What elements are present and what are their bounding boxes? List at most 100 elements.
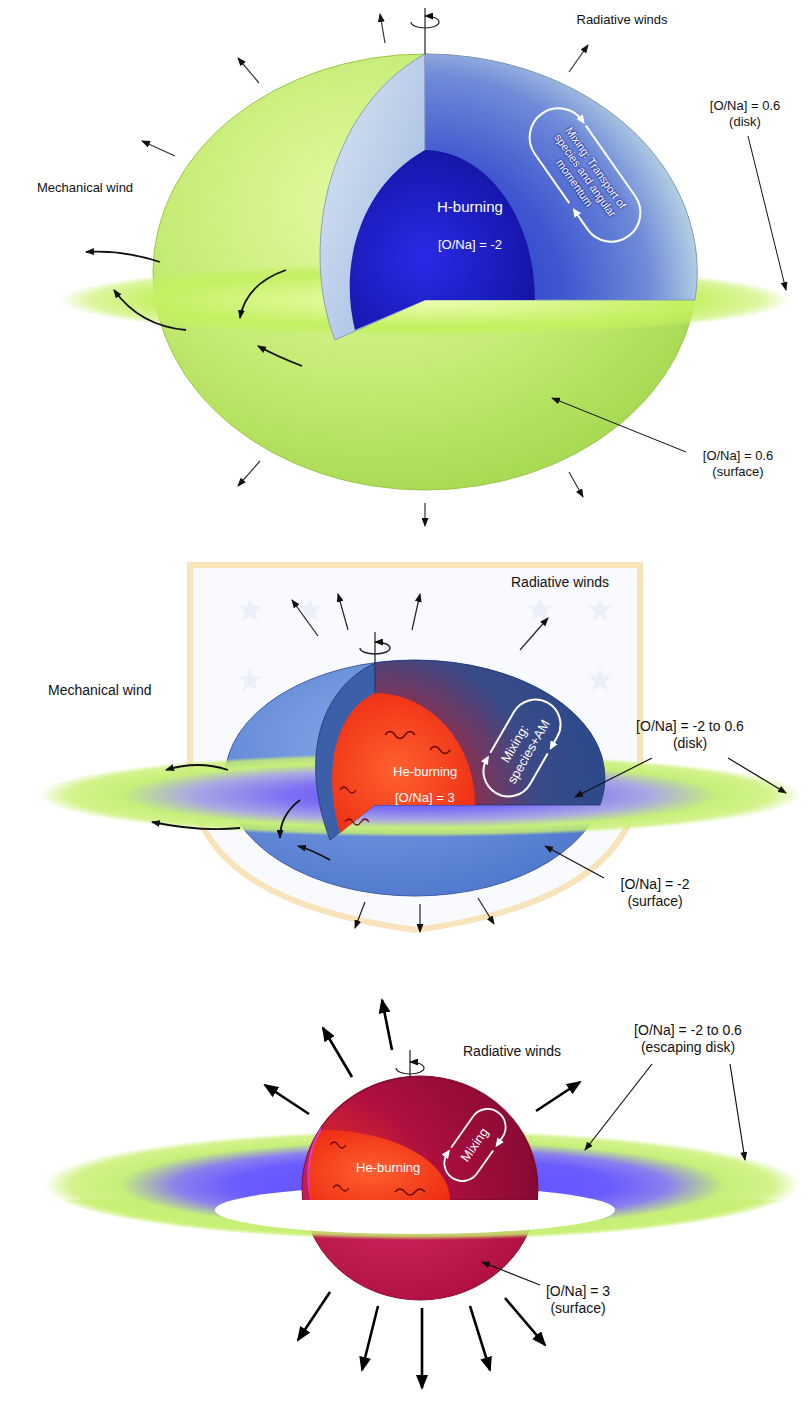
panel-main-sequence	[60, 8, 790, 526]
star-body: MixingHe-burning	[302, 1076, 538, 1300]
radiative-wind-arrow	[238, 58, 259, 83]
wind-label: Mechanical wind	[48, 682, 152, 699]
radiative-wind-arrow	[470, 1306, 490, 1370]
radiative-wind-arrow	[298, 1292, 330, 1340]
stellar-core: He-burning	[312, 1126, 452, 1210]
mixing-loop	[518, 97, 652, 253]
mixing-label: Mixing: Transport of species and angular…	[532, 111, 639, 240]
watermark-seal	[190, 565, 640, 930]
abundance-callout: [O/Na] = -2 (surface)	[609, 876, 701, 910]
mixing-label: Mixing: species+AM	[486, 701, 559, 795]
radiative-wind-arrow	[292, 600, 318, 636]
leader-arrow	[728, 758, 786, 793]
radiative-wind-arrow	[478, 898, 494, 924]
abundance-callout: [O/Na] = 0.6 (surface)	[692, 448, 784, 480]
equatorial-disk	[38, 753, 802, 837]
radiative-wind-arrow	[142, 14, 588, 526]
radiative-wind-arrow	[569, 45, 588, 72]
radiative-wind-arrow	[505, 1298, 545, 1345]
radiative-wind-arrow	[142, 141, 175, 156]
radiative-wind-arrow	[421, 1308, 424, 1388]
stellar-core: H-burning [O/Na] = -2	[338, 148, 538, 343]
convection-squiggle	[430, 747, 450, 754]
watermark-seal	[238, 598, 262, 621]
watermark-seal	[528, 598, 552, 621]
rotation-axis	[424, 8, 425, 54]
star-body: Mixing: Transport of species and angular…	[153, 54, 697, 490]
radiative-wind-arrow	[265, 1085, 309, 1114]
escaping-disk-front	[44, 1200, 800, 1240]
burning-label: He-burning	[393, 764, 457, 780]
leader-arrow	[545, 758, 786, 878]
burning-label: H-burning	[437, 198, 503, 216]
radiative-wind-arrow	[520, 618, 548, 650]
mechanical-wind-arrow	[86, 252, 302, 366]
radiative-wind-arrow	[412, 594, 420, 630]
leader-arrow	[730, 1064, 745, 1160]
mechanical-wind-arrow	[152, 765, 330, 860]
mechanical-wind-arrow	[86, 252, 160, 262]
rotation-symbol	[411, 16, 439, 28]
mechanical-wind-arrow	[298, 846, 330, 860]
mixing-label: Mixing	[457, 1125, 492, 1165]
convection-squiggle	[330, 1142, 425, 1195]
mechanical-wind-arrow	[166, 765, 228, 770]
star-body: Mixing: species+AM He-burning [O/Na] = 3	[225, 660, 605, 896]
convection-squiggle	[385, 732, 415, 739]
mixing-loop	[437, 1102, 512, 1188]
leader-arrow	[552, 398, 686, 452]
stellar-core: He-burning [O/Na] = 3	[328, 690, 488, 835]
mechanical-wind-arrow	[280, 800, 300, 838]
convection-squiggle	[345, 819, 369, 825]
mechanical-wind-arrow	[258, 346, 302, 366]
leader-arrow	[585, 1064, 652, 1150]
leader-arrow	[482, 1262, 540, 1285]
rotation-symbol	[360, 642, 390, 654]
convection-squiggle	[333, 1185, 349, 1191]
leader-arrow	[482, 1064, 745, 1285]
mechanical-wind-arrow	[240, 270, 286, 318]
radiative-wind-arrow	[424, 503, 425, 526]
watermark-seal	[238, 668, 262, 691]
convection-squiggle	[330, 1142, 346, 1148]
mechanical-wind-arrow	[152, 822, 240, 829]
radiative-wind-arrow	[382, 1000, 392, 1050]
escaping-disk-front	[215, 1200, 615, 1234]
radiative-wind-arrow	[338, 594, 348, 630]
wind-label: Mechanical wind	[37, 180, 133, 196]
hydrogen-core	[350, 150, 535, 330]
abundance-label: [O/Na] = -2	[438, 237, 502, 253]
radiative-wind-arrow	[265, 1000, 580, 1388]
radiative-wind-arrow	[238, 461, 260, 486]
leader-arrow	[748, 136, 786, 290]
wind-label: Radiative winds	[463, 1043, 561, 1060]
rotation-axis	[374, 632, 375, 663]
radiative-wind-arrow	[569, 472, 583, 497]
abundance-callout: [O/Na] = -2 to 0.6 (escaping disk)	[622, 1022, 754, 1056]
leader-arrow	[545, 846, 604, 878]
convection-squiggle	[340, 787, 356, 793]
watermark-seal	[190, 565, 640, 930]
radiative-wind-arrow	[323, 1028, 352, 1077]
radiative-wind-arrow	[355, 902, 365, 928]
mixing-loop	[451, 1102, 513, 1169]
mechanical-wind-arrow	[114, 290, 186, 330]
watermark-seal	[588, 598, 612, 621]
abundance-label: [O/Na] = 3	[395, 790, 455, 806]
radiative-wind-arrow	[380, 14, 385, 43]
rotation-symbol	[396, 1062, 424, 1074]
mixing-loop	[474, 690, 569, 805]
radiative-wind-arrow	[419, 904, 420, 932]
burning-label: He-burning	[356, 1160, 420, 1176]
panel-late-stage	[44, 1000, 800, 1388]
wind-label: Radiative winds	[577, 12, 668, 28]
abundance-callout: [O/Na] = 3 (surface)	[536, 1283, 620, 1317]
helium-core	[332, 693, 475, 833]
panel-helium-burning	[38, 565, 802, 932]
leader-arrow	[575, 758, 652, 797]
watermark-seal	[588, 668, 612, 691]
star-surface	[302, 1076, 538, 1300]
